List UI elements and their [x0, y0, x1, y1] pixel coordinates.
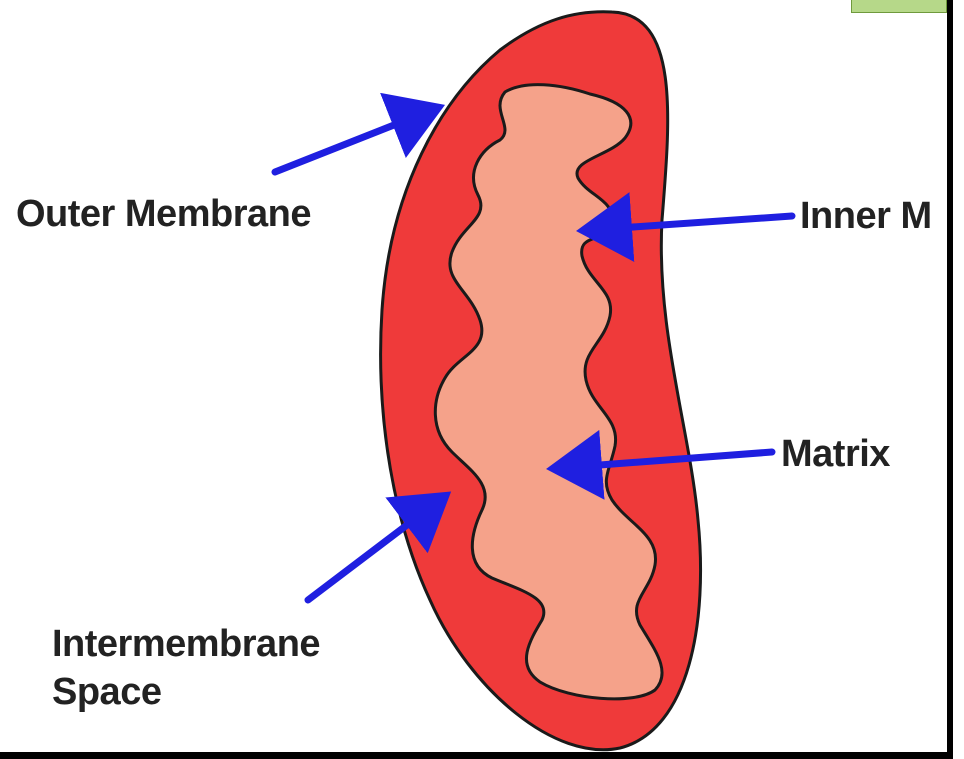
frame-right-border	[947, 0, 953, 759]
corner-tab	[851, 0, 947, 13]
arrow-outer-membrane	[275, 110, 432, 172]
label-matrix: Matrix	[781, 430, 890, 478]
frame-bottom-border	[0, 752, 953, 759]
label-intermembrane-line2: Space	[52, 668, 320, 716]
label-outer-membrane: Outer Membrane	[16, 190, 311, 238]
label-inner-membrane: Inner M	[800, 192, 932, 240]
label-intermembrane-line1: Intermembrane	[52, 620, 320, 668]
label-intermembrane-space: Intermembrane Space	[52, 620, 320, 716]
